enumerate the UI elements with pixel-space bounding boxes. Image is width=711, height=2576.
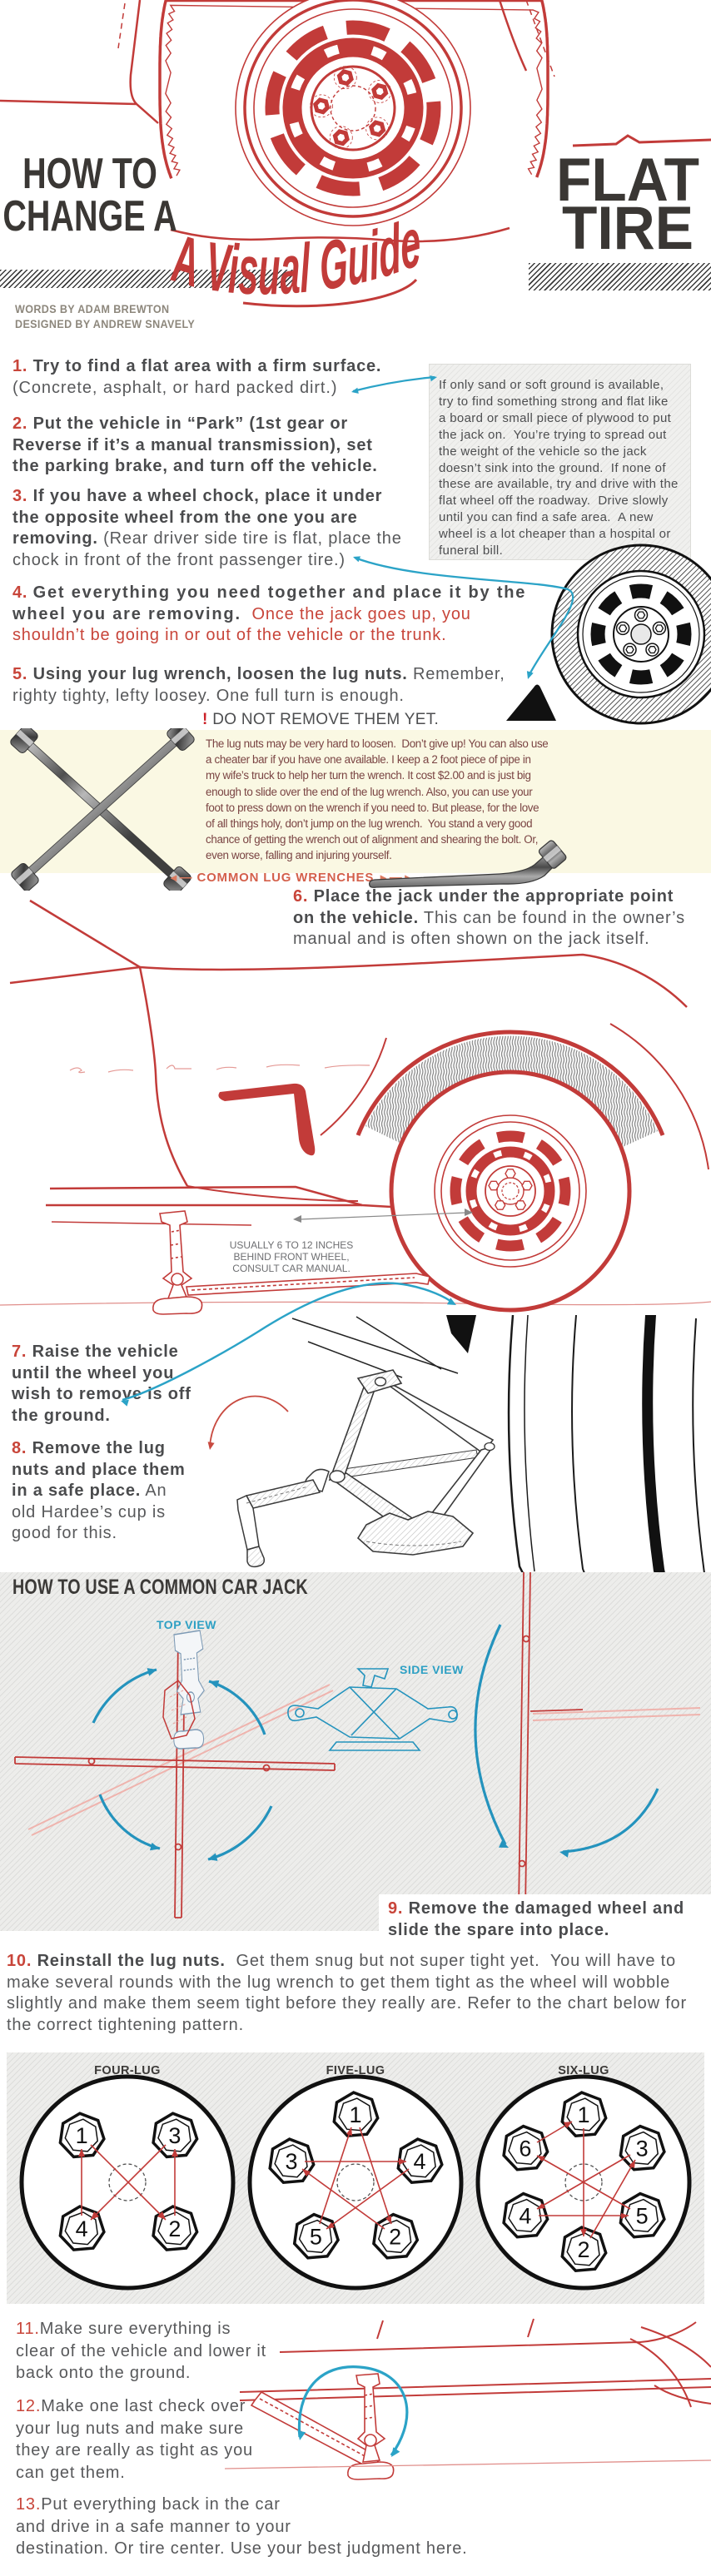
- svg-text:3: 3: [636, 2137, 649, 2162]
- svg-text:1: 1: [349, 2102, 361, 2127]
- svg-text:5: 5: [636, 2204, 649, 2229]
- svg-text:5: 5: [310, 2225, 322, 2250]
- svg-text:SIX-LUG: SIX-LUG: [558, 2064, 609, 2077]
- svg-text:1: 1: [577, 2102, 589, 2127]
- svg-text:4: 4: [414, 2149, 426, 2174]
- svg-text:4: 4: [519, 2204, 531, 2229]
- svg-text:2: 2: [168, 2216, 181, 2241]
- svg-text:FOUR-LUG: FOUR-LUG: [94, 2064, 161, 2077]
- svg-text:2: 2: [389, 2225, 401, 2250]
- svg-text:3: 3: [168, 2123, 181, 2148]
- svg-text:1: 1: [76, 2123, 88, 2148]
- svg-text:4: 4: [76, 2216, 88, 2241]
- svg-text:A Visual Guide: A Visual Guide: [168, 208, 424, 308]
- svg-text:3: 3: [285, 2149, 297, 2174]
- svg-text:6: 6: [519, 2137, 531, 2162]
- svg-text:2: 2: [577, 2237, 589, 2262]
- svg-text:FIVE-LUG: FIVE-LUG: [326, 2064, 385, 2077]
